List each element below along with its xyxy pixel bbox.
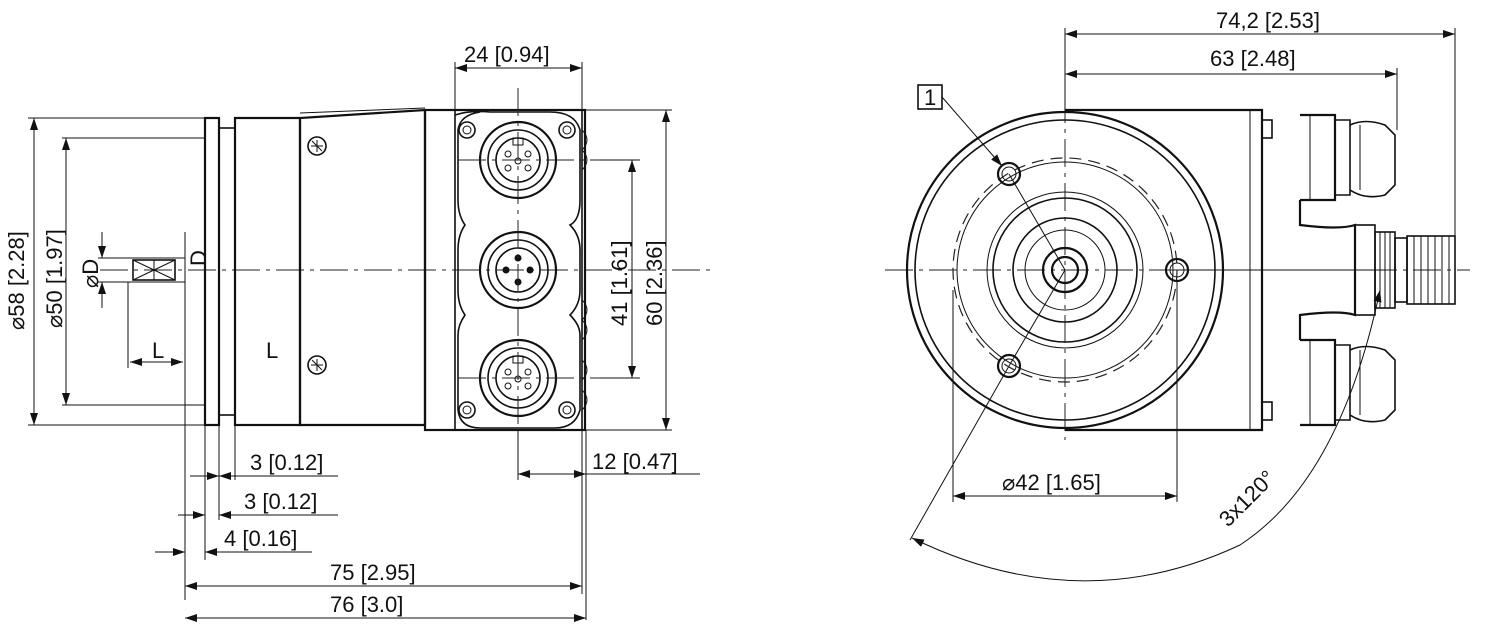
svg-text:⌀50 [1.97]: ⌀50 [1.97] bbox=[42, 229, 67, 328]
callout-1: 1 bbox=[917, 84, 1003, 167]
dim-41: 41 [1.61] bbox=[600, 159, 640, 379]
dim-24: 24 [0.94] bbox=[454, 42, 583, 110]
dim-24-label: 24 [0.94] bbox=[464, 42, 550, 67]
dim-76-label: 76 [3.0] bbox=[330, 592, 403, 617]
dim-12-label: 12 [0.47] bbox=[592, 449, 678, 474]
dim-76: 76 [3.0] bbox=[185, 592, 586, 622]
housing-screw-top bbox=[307, 136, 327, 156]
dim-63: 63 [2.48] bbox=[1065, 46, 1398, 130]
dim-3a-label: 3 [0.12] bbox=[250, 450, 323, 475]
dim-742-label: 74,2 [2.53] bbox=[1216, 8, 1320, 33]
dim-4-label: 4 [0.16] bbox=[224, 526, 297, 551]
side-view: ⌀58 [2.28] ⌀50 [1.97] ⌀D D L L bbox=[4, 42, 710, 622]
front-connector-top bbox=[1300, 113, 1396, 202]
dim-dia-58: ⌀58 [2.28] bbox=[4, 117, 205, 426]
dim-dia-50-label: 50 [1.97] bbox=[42, 229, 67, 315]
shaft-bore bbox=[128, 257, 185, 283]
mount-hole-1 bbox=[996, 161, 1022, 187]
svg-text:⌀42 [1.65]: ⌀42 [1.65] bbox=[1002, 470, 1101, 495]
dim-75-label: 75 [2.95] bbox=[330, 560, 416, 585]
housing-screw-bottom bbox=[307, 355, 327, 375]
dia-symbol: ⌀ bbox=[78, 275, 103, 288]
dim-63-label: 63 [2.48] bbox=[1210, 46, 1296, 71]
dim-4: 4 [0.16] bbox=[155, 526, 312, 556]
callout-1-label: 1 bbox=[924, 85, 936, 110]
d-label: D bbox=[186, 250, 211, 266]
dia-symbol: ⌀ bbox=[4, 317, 29, 330]
front-connector-bottom bbox=[1300, 338, 1396, 427]
dim-742: 74,2 [2.53] bbox=[1064, 8, 1456, 236]
dim-75: 75 [2.95] bbox=[185, 430, 583, 594]
dim-dia-d: ⌀D bbox=[78, 232, 128, 308]
dia-symbol: ⌀ bbox=[1002, 470, 1015, 495]
flange bbox=[203, 116, 302, 427]
dim-dia-50: ⌀50 [1.97] bbox=[42, 137, 205, 406]
dia-symbol: ⌀ bbox=[42, 315, 67, 328]
front-view: 1 74,2 [2.53] 63 [2.48] ⌀42 [1.65] bbox=[885, 8, 1470, 582]
dim-12: 12 [0.47] bbox=[517, 430, 700, 620]
dim-l-left: L bbox=[127, 282, 183, 368]
dim-60: 60 [2.36] bbox=[585, 109, 672, 431]
dim-3a: 3 [0.12] bbox=[190, 425, 338, 560]
l-body-label: L bbox=[266, 338, 278, 363]
svg-text:⌀D: ⌀D bbox=[78, 259, 103, 288]
dim-41-label: 41 [1.61] bbox=[607, 240, 632, 326]
dim-60-label: 60 [2.36] bbox=[642, 240, 667, 326]
svg-text:⌀58 [2.28]: ⌀58 [2.28] bbox=[4, 231, 29, 330]
connector-plate bbox=[423, 108, 588, 432]
dim-dia-d-label: D bbox=[78, 259, 103, 275]
dim-3b-label: 3 [0.12] bbox=[244, 489, 317, 514]
dim-dia-58-label: 58 [2.28] bbox=[4, 231, 29, 317]
dim-3b: 3 [0.12] bbox=[178, 489, 338, 519]
dim-dia-42-label: 42 [1.65] bbox=[1015, 470, 1101, 495]
l-left-label: L bbox=[152, 338, 164, 363]
